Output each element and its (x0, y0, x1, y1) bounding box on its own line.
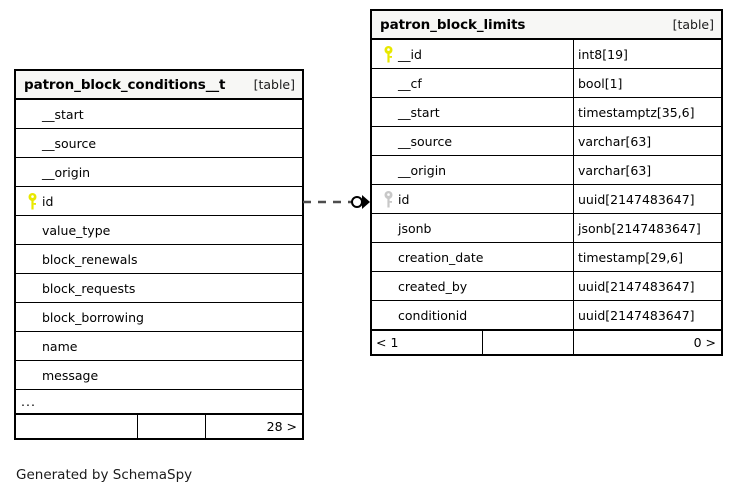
column-name: __start (42, 106, 84, 122)
column-type: uuid[2147483647] (573, 185, 721, 213)
column-name: block_borrowing (42, 309, 144, 325)
primary-key-icon (378, 45, 398, 63)
column-name: __origin (42, 164, 91, 180)
table-row: block_requests (16, 274, 302, 303)
column-name: conditionid (398, 307, 468, 323)
table-type-tag: [table] (253, 77, 295, 92)
crows-foot-arrow-marker (362, 195, 370, 209)
table-row: creation_date timestamp[29,6] (372, 243, 721, 272)
column-name: __source (42, 135, 97, 151)
footer-parent-count[interactable]: < 1 (376, 335, 399, 350)
table-header: patron_block_limits [table] (372, 11, 721, 40)
column-name: value_type (42, 222, 111, 238)
more-columns-indicator: ... (16, 390, 302, 414)
column-type: varchar[63] (573, 156, 721, 184)
column-name-cell: block_requests (16, 274, 302, 302)
primary-key-icon (22, 192, 42, 210)
footer-middle-cell (482, 331, 573, 354)
column-type: bool[1] (573, 69, 721, 97)
column-name-cell: __start (372, 98, 573, 126)
table-row: __start (16, 100, 302, 129)
column-name-cell: __origin (372, 156, 573, 184)
column-name: id (398, 191, 410, 207)
column-name: __source (398, 133, 453, 149)
column-name: jsonb (398, 220, 432, 236)
column-name-cell: value_type (16, 216, 302, 244)
column-name: id (42, 193, 54, 209)
column-name: message (42, 367, 99, 383)
relationship-connector[interactable] (300, 190, 372, 214)
column-name-cell: __source (16, 129, 302, 157)
generated-by-credit: Generated by SchemaSpy (16, 467, 193, 483)
table-row: __origin (16, 158, 302, 187)
column-type: timestamptz[35,6] (573, 98, 721, 126)
footer-parent-count[interactable] (16, 415, 137, 438)
table-row: name (16, 332, 302, 361)
column-name-cell: name (16, 332, 302, 360)
column-name: __id (398, 46, 422, 62)
column-name: block_requests (42, 280, 136, 296)
table-row: block_borrowing (16, 303, 302, 332)
column-name: __start (398, 104, 440, 120)
table-row: message (16, 361, 302, 390)
column-name: __cf (398, 75, 422, 91)
column-name-cell: __origin (16, 158, 302, 186)
column-name-cell: __start (16, 100, 302, 128)
column-type: int8[19] (573, 40, 721, 68)
column-name-cell: created_by (372, 272, 573, 300)
table-row: value_type (16, 216, 302, 245)
table-row: __source varchar[63] (372, 127, 721, 156)
table-title: patron_block_conditions__t (24, 76, 226, 93)
table-row: conditionid uuid[2147483647] (372, 301, 721, 330)
table-row-primary-key: __id int8[19] (372, 40, 721, 69)
column-type: timestamp[29,6] (573, 243, 721, 271)
table-row: jsonb jsonb[2147483647] (372, 214, 721, 243)
column-name: creation_date (398, 249, 484, 265)
column-name: created_by (398, 278, 468, 294)
table-title: patron_block_limits (380, 16, 526, 33)
column-name-cell: jsonb (372, 214, 573, 242)
column-name-cell: __id (372, 40, 573, 68)
column-type: varchar[63] (573, 127, 721, 155)
column-type: jsonb[2147483647] (573, 214, 721, 242)
column-name-cell: conditionid (372, 301, 573, 329)
column-name: __origin (398, 162, 447, 178)
footer-middle-cell (137, 415, 205, 438)
column-name-cell: __cf (372, 69, 573, 97)
table-row: block_renewals (16, 245, 302, 274)
footer-child-count[interactable]: 28 > (205, 415, 302, 438)
table-row-primary-key: id (16, 187, 302, 216)
column-type: uuid[2147483647] (573, 301, 721, 329)
table-row: __source (16, 129, 302, 158)
table-patron-block-conditions-t[interactable]: patron_block_conditions__t [table] __sta… (14, 69, 304, 440)
table-header: patron_block_conditions__t [table] (16, 71, 302, 100)
column-name-cell: id (372, 185, 573, 213)
table-row: __origin varchar[63] (372, 156, 721, 185)
table-row: created_by uuid[2147483647] (372, 272, 721, 301)
table-footer: < 1 0 > (372, 330, 721, 354)
table-row-foreign-key: id uuid[2147483647] (372, 185, 721, 214)
column-name: name (42, 338, 78, 354)
column-name-cell: id (16, 187, 302, 215)
column-name-cell: block_borrowing (16, 303, 302, 331)
table-footer: 28 > (16, 414, 302, 438)
column-name-cell: message (16, 361, 302, 389)
table-row: __cf bool[1] (372, 69, 721, 98)
table-row: __start timestamptz[35,6] (372, 98, 721, 127)
zero-or-one-marker (351, 196, 363, 208)
footer-child-count[interactable]: 0 > (573, 331, 721, 354)
table-type-tag: [table] (672, 17, 714, 32)
foreign-key-icon (378, 190, 398, 208)
column-name-cell: __source (372, 127, 573, 155)
column-name: block_renewals (42, 251, 138, 267)
table-patron-block-limits[interactable]: patron_block_limits [table] __id int8[19… (370, 9, 723, 356)
column-name-cell: block_renewals (16, 245, 302, 273)
column-type: uuid[2147483647] (573, 272, 721, 300)
column-name-cell: creation_date (372, 243, 573, 271)
